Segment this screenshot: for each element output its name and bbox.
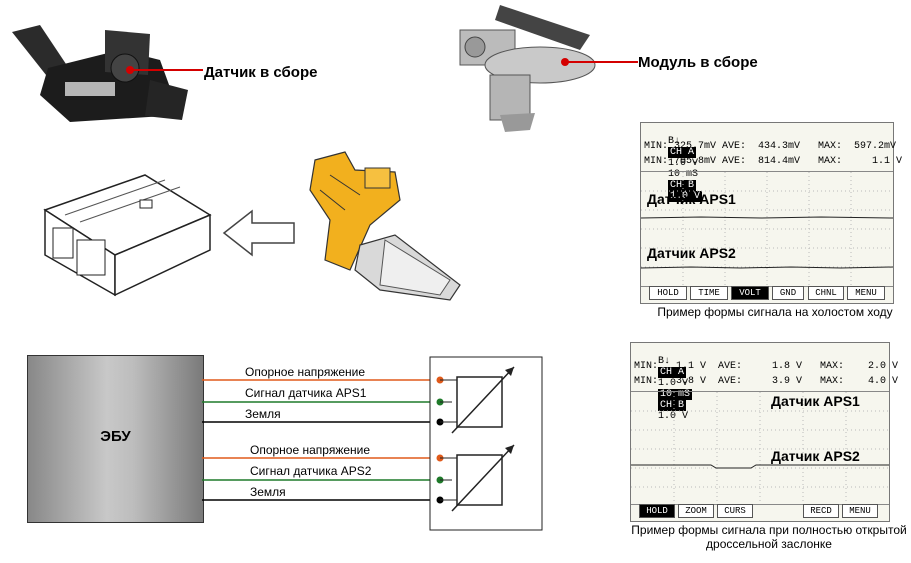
pedal-sensor-photo (12, 25, 188, 122)
scope-wot-zoom-button[interactable]: ZOOM (678, 504, 714, 518)
scope-idle-trace-1-label: Датчик APS1 (647, 191, 736, 207)
module-assembly-photo (459, 5, 596, 132)
scope-wot-stats-b: MIN: 3.8 V AVE: 3.9 V MAX: 4.0 V (634, 376, 899, 387)
scope-idle-stats-a: MIN: 325.7mV AVE: 434.3mV MAX: 597.2mV (644, 141, 897, 152)
ecu-unit-drawing (43, 174, 212, 297)
scope-idle-trace-2-label: Датчик APS2 (647, 245, 736, 261)
scope-wot-menu-button[interactable]: MENU (842, 504, 878, 518)
scope-idle-header: B↓ CH A 1.0 V 10 mS CH B 1.0 V (644, 125, 703, 213)
scope-idle-cha: CH A (668, 147, 697, 158)
scope-idle-chb-val: 1.0 V (668, 191, 703, 202)
scope-wot-time: 10 mS (658, 389, 693, 400)
scope-wot-grid (631, 392, 889, 504)
scope-idle-chnl-button[interactable]: CHNL (808, 286, 844, 300)
aps-sensor-pedal-drawing (309, 151, 461, 301)
scope-idle-stats-b: MIN: 705.8mV AVE: 814.4mV MAX: 1.1 V (644, 156, 903, 167)
scope-wot-cha: CH A (658, 367, 687, 378)
scope-idle-gnd-button[interactable]: GND (772, 286, 804, 300)
scope-idle-plot (640, 171, 894, 287)
scope-wot-chb-val: 1.0 V (658, 411, 689, 422)
wire-label-signal-2: Сигнал датчика APS2 (250, 464, 372, 478)
scope-wot-cha-val: 1.0 V (658, 378, 689, 389)
wire-label-signal-1: Сигнал датчика APS1 (245, 386, 367, 400)
scope-idle-grid (640, 172, 894, 286)
scope-wot-stats-a: MIN: 1.1 V AVE: 1.8 V MAX: 2.0 V (634, 361, 899, 372)
module-pointer-line (561, 58, 638, 66)
scope-idle-time-button[interactable]: TIME (690, 286, 728, 300)
scope-wot-header: B↓ CH A 1.0 V 10 mS CH B 1.0 V (634, 345, 693, 433)
scope-wot-trace-1-label: Датчик APS1 (771, 393, 860, 409)
arrow-left-icon (222, 209, 295, 257)
ecu-label: ЭБУ (100, 428, 131, 445)
scope-idle-volt-button[interactable]: VOLT (731, 286, 769, 300)
wire-label-reference-2: Опорное напряжение (250, 443, 371, 457)
scope-idle: B↓ CH A 1.0 V 10 mS CH B 1.0 V MIN: 325.… (640, 122, 902, 304)
scope-idle-menu-button[interactable]: MENU (847, 286, 885, 300)
scope-wot-recd-button[interactable]: RECD (803, 504, 839, 518)
wire-label-ground-1: Земля (245, 407, 281, 421)
wire-label-reference-1: Опорное напряжение (245, 365, 366, 379)
scope-idle-caption: Пример формы сигнала на холостом ходу (657, 305, 893, 319)
wire-label-ground-2: Земля (250, 485, 286, 499)
sensor-pointer-line (126, 66, 203, 74)
scope-wot-trace-2-label: Датчик APS2 (771, 448, 860, 464)
scope-wot-hold-button[interactable]: HOLD (639, 504, 675, 518)
scope-wot-plot (631, 391, 889, 505)
scope-wot-chb: CH B (658, 400, 687, 411)
ecu-block: ЭБУ (27, 355, 204, 523)
scope-idle-chb: CH B (668, 180, 697, 191)
scope-idle-hold-button[interactable]: HOLD (649, 286, 687, 300)
scope-wot-trace-1 (631, 464, 889, 469)
wiring-diagram (202, 356, 543, 531)
scope-wot-b: B↓ (658, 356, 671, 367)
scope-wot-curs-button[interactable]: CURS (717, 504, 753, 518)
scope-idle-trace-1 (640, 216, 894, 219)
scope-idle-cha-val: 1.0 V (668, 158, 699, 169)
scope-idle-time: 10 mS (668, 169, 699, 180)
potentiometer-2-icon (440, 444, 515, 512)
scope-idle-b: B↓ (668, 136, 681, 147)
module-assembly-label: Модуль в сборе (638, 54, 758, 71)
potentiometer-1-icon (440, 366, 515, 434)
scope-idle-trace-2 (640, 266, 894, 269)
scope-wot-caption: Пример формы сигнала при полностью откры… (631, 523, 907, 551)
scope-wot: B↓ CH A 1.0 V 10 mS CH B 1.0 V MIN: 1.1 … (630, 342, 898, 522)
sensor-assembly-label: Датчик в сборе (204, 64, 318, 81)
